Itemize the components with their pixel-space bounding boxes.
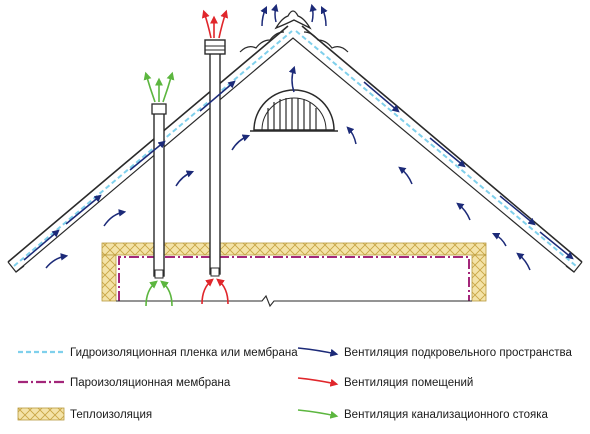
dormer-vent-icon bbox=[250, 89, 338, 132]
legend-label-insulation: Теплоизоляция bbox=[70, 409, 152, 421]
roof-inner-edge bbox=[15, 37, 575, 273]
roof-eave-right bbox=[565, 261, 583, 273]
ceiling-assembly bbox=[101, 242, 487, 308]
legend-label-sewer-ventilation: Вентиляция канализационного стояка bbox=[344, 409, 549, 421]
legend-swatch-insulation bbox=[17, 407, 65, 421]
insulation-right bbox=[471, 254, 487, 302]
waterproof-membrane-right bbox=[295, 30, 577, 267]
roof-eave-left bbox=[7, 261, 25, 273]
legend-swatch-sewer-ventilation bbox=[297, 409, 339, 419]
vent-pipe-icon bbox=[151, 39, 226, 277]
room-vent-inlet bbox=[210, 267, 220, 277]
ridge-flashing-right bbox=[303, 31, 349, 53]
sewer-ventilation-arrows bbox=[143, 71, 175, 307]
ridge-cap-icon bbox=[274, 10, 312, 30]
legend-swatch-room-ventilation bbox=[297, 377, 339, 387]
insulation-top bbox=[101, 242, 487, 256]
legend-label-vapor: Пароизоляционная мембрана bbox=[70, 377, 231, 389]
sewer-stack-inlet bbox=[154, 269, 164, 279]
ridge-flashing-left bbox=[239, 31, 285, 53]
roof-ventilation-arrows bbox=[23, 3, 574, 271]
insulation-left bbox=[101, 254, 117, 302]
roof-outer-edge bbox=[7, 25, 583, 263]
legend-swatch-roof-ventilation bbox=[297, 347, 339, 357]
roof-structure bbox=[7, 10, 583, 273]
legend-label-roof-ventilation: Вентиляция подкровельного пространства bbox=[344, 347, 573, 359]
vapor-barrier bbox=[118, 256, 470, 301]
waterproof-membrane-left bbox=[13, 30, 293, 267]
ceiling-line bbox=[116, 294, 472, 308]
room-ventilation-arrows bbox=[201, 9, 229, 305]
legend: Гидроизоляционная пленка или мембрана Па… bbox=[17, 347, 573, 421]
legend-label-waterproof: Гидроизоляционная пленка или мембрана bbox=[70, 347, 298, 359]
legend-label-room-ventilation: Вентиляция помещений bbox=[344, 377, 473, 389]
